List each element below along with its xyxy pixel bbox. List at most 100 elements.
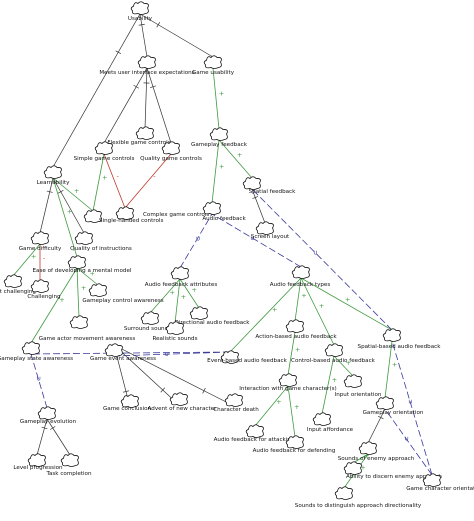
softgoal-spatial-audio[interactable]: Spatial-based audio feedback bbox=[358, 328, 442, 350]
softgoal-gameplay-orientation[interactable]: Gameplay orientation bbox=[363, 396, 424, 416]
softgoal-screen-layout[interactable]: Screen layout bbox=[251, 221, 290, 240]
link-line bbox=[229, 277, 302, 353]
cloud-icon bbox=[285, 319, 304, 333]
softgoal-label: Spatial feedback bbox=[249, 189, 296, 195]
softgoal-actor-movement[interactable]: Game actor movement awareness bbox=[39, 315, 136, 342]
softgoal-label: Gameplay control awareness bbox=[82, 298, 163, 304]
cloud-icon bbox=[285, 435, 304, 449]
softgoal-quality-instructions[interactable]: Quality of instructions bbox=[70, 231, 132, 252]
and-tick bbox=[138, 23, 145, 26]
cloud-icon bbox=[137, 55, 156, 69]
softgoal-control-based[interactable]: Control-based audio feedback bbox=[291, 343, 376, 364]
softgoal-level-progression[interactable]: Level progression bbox=[13, 453, 63, 471]
softgoal-character-death[interactable]: Character death bbox=[213, 393, 259, 413]
link-line bbox=[124, 153, 172, 209]
softgoal-action-based[interactable]: Action-based audio feedback bbox=[255, 319, 337, 340]
softgoal-gameplay-evolution[interactable]: Gameplay evolution bbox=[20, 406, 77, 425]
link-character_orientation-to-spatial_audio: ∪ bbox=[391, 340, 433, 476]
link-line bbox=[146, 67, 172, 144]
softgoal-flexible-controls[interactable]: Flexible game controls bbox=[107, 126, 171, 146]
softgoal-label: Audio feedback bbox=[202, 216, 246, 222]
softgoal-label: Game difficulty bbox=[19, 246, 62, 252]
softgoal-input-affordance[interactable]: Input affordance bbox=[307, 412, 354, 433]
cloud-icon bbox=[135, 126, 154, 140]
softgoal-not-challenging[interactable]: Not challenging bbox=[0, 274, 36, 295]
link-event_awareness-to-character_death bbox=[113, 344, 235, 407]
softgoal-task-completion[interactable]: Task completion bbox=[45, 453, 92, 477]
contribution-sign: - bbox=[43, 255, 46, 263]
softgoal-label: Complex game controls bbox=[143, 212, 209, 218]
and-tick bbox=[160, 387, 166, 393]
cloud-icon bbox=[43, 165, 62, 179]
link-complex_controls-to-simple_controls: - bbox=[103, 153, 126, 209]
softgoal-meets-ui[interactable]: Meets user interface expectations bbox=[99, 55, 195, 76]
contribution-sign: + bbox=[170, 288, 175, 296]
softgoal-usability[interactable]: Usability bbox=[128, 1, 153, 22]
softgoal-label: Interaction with game character(s) bbox=[239, 386, 336, 392]
softgoal-discern-approach[interactable]: Ability to discern enemy approach bbox=[343, 461, 442, 480]
softgoal-label: Challenging bbox=[27, 294, 61, 300]
softgoal-label: Audio feedback types bbox=[270, 282, 331, 288]
softgoal-learnability[interactable]: Learnability bbox=[37, 165, 70, 186]
cloud-icon bbox=[422, 473, 441, 487]
softgoal-spatial-feedback[interactable]: Spatial feedback bbox=[242, 176, 296, 195]
softgoal-interaction-character[interactable]: Interaction with game character(s) bbox=[239, 373, 337, 392]
softgoal-input-orientation[interactable]: Input orientation bbox=[335, 374, 382, 398]
softgoal-label: Event-based audio feedback bbox=[207, 358, 287, 364]
link-event_based-to-audio_types: + bbox=[229, 277, 302, 353]
softgoal-advent-character[interactable]: Advent of new character bbox=[148, 392, 218, 412]
link-spatial_audio-to-audio_types: + bbox=[300, 277, 393, 331]
link-audio_defending-to-interaction_character: + bbox=[287, 385, 300, 438]
softgoal-single-handed[interactable]: Single-handed controls bbox=[83, 209, 163, 224]
link-control_based-to-audio_types: + bbox=[300, 277, 335, 346]
softgoal-audio-types[interactable]: Audio feedback types bbox=[270, 265, 331, 288]
softgoal-audio-feedback[interactable]: Audio feedback bbox=[202, 201, 246, 222]
softgoal-audio-defending[interactable]: Audio feedback for defending bbox=[253, 435, 336, 454]
softgoal-label: Spatial-based audio feedback bbox=[358, 344, 442, 350]
link-line bbox=[103, 153, 126, 209]
softgoal-control-awareness[interactable]: Gameplay control awareness bbox=[82, 283, 164, 304]
softgoal-directional-audio[interactable]: Directional audio feedback bbox=[174, 306, 250, 326]
cloud-icon bbox=[60, 453, 79, 467]
cloud-icon bbox=[220, 350, 239, 364]
softgoal-character-orientation[interactable]: Game character orientation bbox=[406, 473, 474, 492]
link-line bbox=[113, 344, 235, 407]
and-tick bbox=[133, 84, 140, 89]
softgoal-enemy-approach[interactable]: Sounds of enemy approach bbox=[338, 441, 415, 462]
softgoal-state-awareness[interactable]: Gameplay state awareness bbox=[0, 341, 73, 362]
softgoal-audio-attacking[interactable]: Audio feedback for attacking bbox=[214, 424, 295, 443]
softgoal-audio-attributes[interactable]: Audio feedback attributes bbox=[145, 266, 218, 288]
softgoal-event-awareness[interactable]: Game event awareness bbox=[90, 343, 156, 362]
softgoal-ease-mental-model[interactable]: Ease of developing a mental model bbox=[33, 255, 132, 274]
link-meets_ui-to-usability bbox=[138, 13, 148, 58]
softgoal-label: Not challenging bbox=[0, 289, 36, 295]
softgoal-challenging[interactable]: Challenging bbox=[27, 279, 61, 300]
link-line bbox=[36, 418, 48, 456]
softgoal-game-usability[interactable]: Game usability bbox=[192, 55, 235, 76]
softgoal-label: Task completion bbox=[45, 471, 92, 477]
softgoal-realistic-sounds[interactable]: Realistic sounds bbox=[152, 321, 198, 342]
cloud-icon bbox=[278, 373, 297, 387]
link-line bbox=[218, 139, 253, 179]
softgoal-distinguish-direction[interactable]: Sounds to distinguish approach direction… bbox=[295, 486, 422, 509]
contribution-sign: + bbox=[346, 359, 351, 367]
softgoal-surround-sound[interactable]: Surround sound bbox=[124, 311, 169, 332]
softgoal-quality-controls[interactable]: Quality game controls bbox=[140, 141, 202, 162]
cloud-icon bbox=[169, 392, 188, 406]
softgoal-game-conclusion[interactable]: Game conclusion bbox=[103, 394, 152, 412]
link-gameplay_feedback-to-game_usability: + bbox=[212, 67, 224, 130]
cloud-icon bbox=[30, 231, 49, 245]
softgoal-game-difficulty[interactable]: Game difficulty bbox=[19, 231, 62, 252]
link-line bbox=[30, 267, 78, 344]
cloud-icon bbox=[27, 453, 46, 467]
softgoal-gameplay-feedback[interactable]: Gameplay feedback bbox=[191, 127, 248, 148]
softgoal-event-based[interactable]: Event-based audio feedback bbox=[207, 350, 288, 364]
link-single_handed-to-simple_controls: + bbox=[92, 153, 108, 212]
softgoal-complex-controls[interactable]: Complex game controls bbox=[115, 206, 209, 220]
link-not_challenging-to-game_difficulty: + bbox=[12, 243, 41, 277]
link-line bbox=[294, 277, 302, 322]
softgoal-simple-controls[interactable]: Simple game controls bbox=[74, 141, 135, 162]
softgoal-label: Game event awareness bbox=[90, 356, 156, 362]
contribution-sign: + bbox=[67, 208, 72, 216]
contribution-sign: + bbox=[219, 89, 224, 97]
